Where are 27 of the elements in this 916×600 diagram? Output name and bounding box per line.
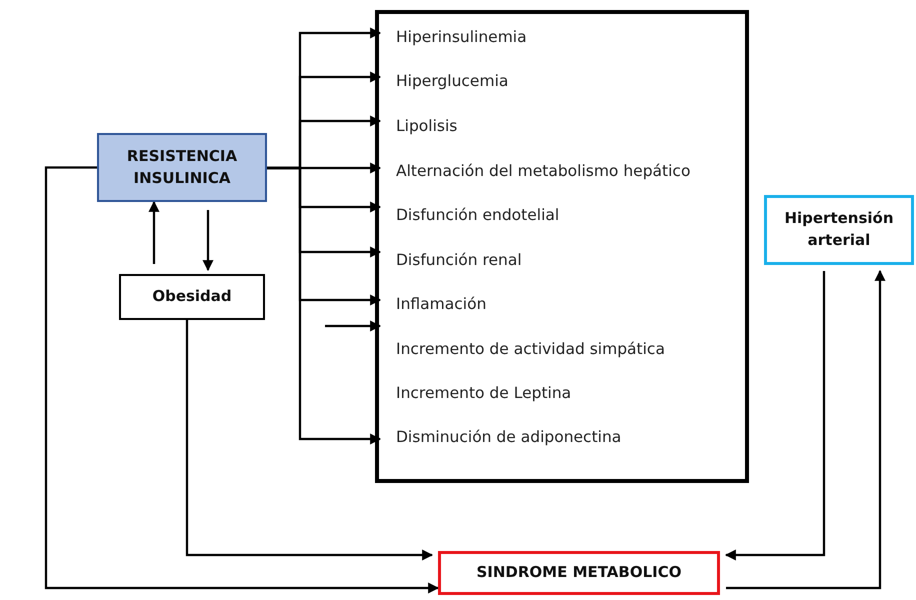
arrow <box>726 270 886 590</box>
process-box <box>438 551 720 595</box>
process-box <box>119 274 265 320</box>
list-item-text: Hiperglucemia <box>396 70 508 92</box>
arrow <box>202 210 214 272</box>
frame-box <box>375 10 749 483</box>
list-item-text: Inflamación <box>396 294 486 315</box>
list-item-text: Incremento de Leptina <box>396 382 572 404</box>
arrow <box>267 166 382 444</box>
list-item-text: Lipolisis <box>396 116 458 137</box>
box-label: SINDROME METABOLICO <box>476 562 682 584</box>
list-item-text: Disfunción endotelial <box>396 204 560 226</box>
arrow <box>724 271 826 560</box>
list-item-text: Incremento de actividad simpática <box>396 338 665 360</box>
arrow <box>325 320 382 332</box>
box-label: Obesidad <box>152 286 232 308</box>
list-item-text: Disminución de adiponectina <box>396 426 622 448</box>
list-item-text: Disfunción renal <box>396 250 522 271</box>
box-label: Hipertensión arterial <box>783 208 895 251</box>
list-item-text: Alternación del metabolismo hepático <box>396 160 690 182</box>
process-box <box>97 133 267 202</box>
arrow <box>44 166 440 594</box>
process-box <box>764 195 914 265</box>
list-item-text: Hiperinsulinemia <box>396 26 527 48</box>
arrow <box>148 200 160 264</box>
arrow <box>186 320 434 560</box>
box-label: RESISTENCIA INSULINICA <box>126 146 238 188</box>
